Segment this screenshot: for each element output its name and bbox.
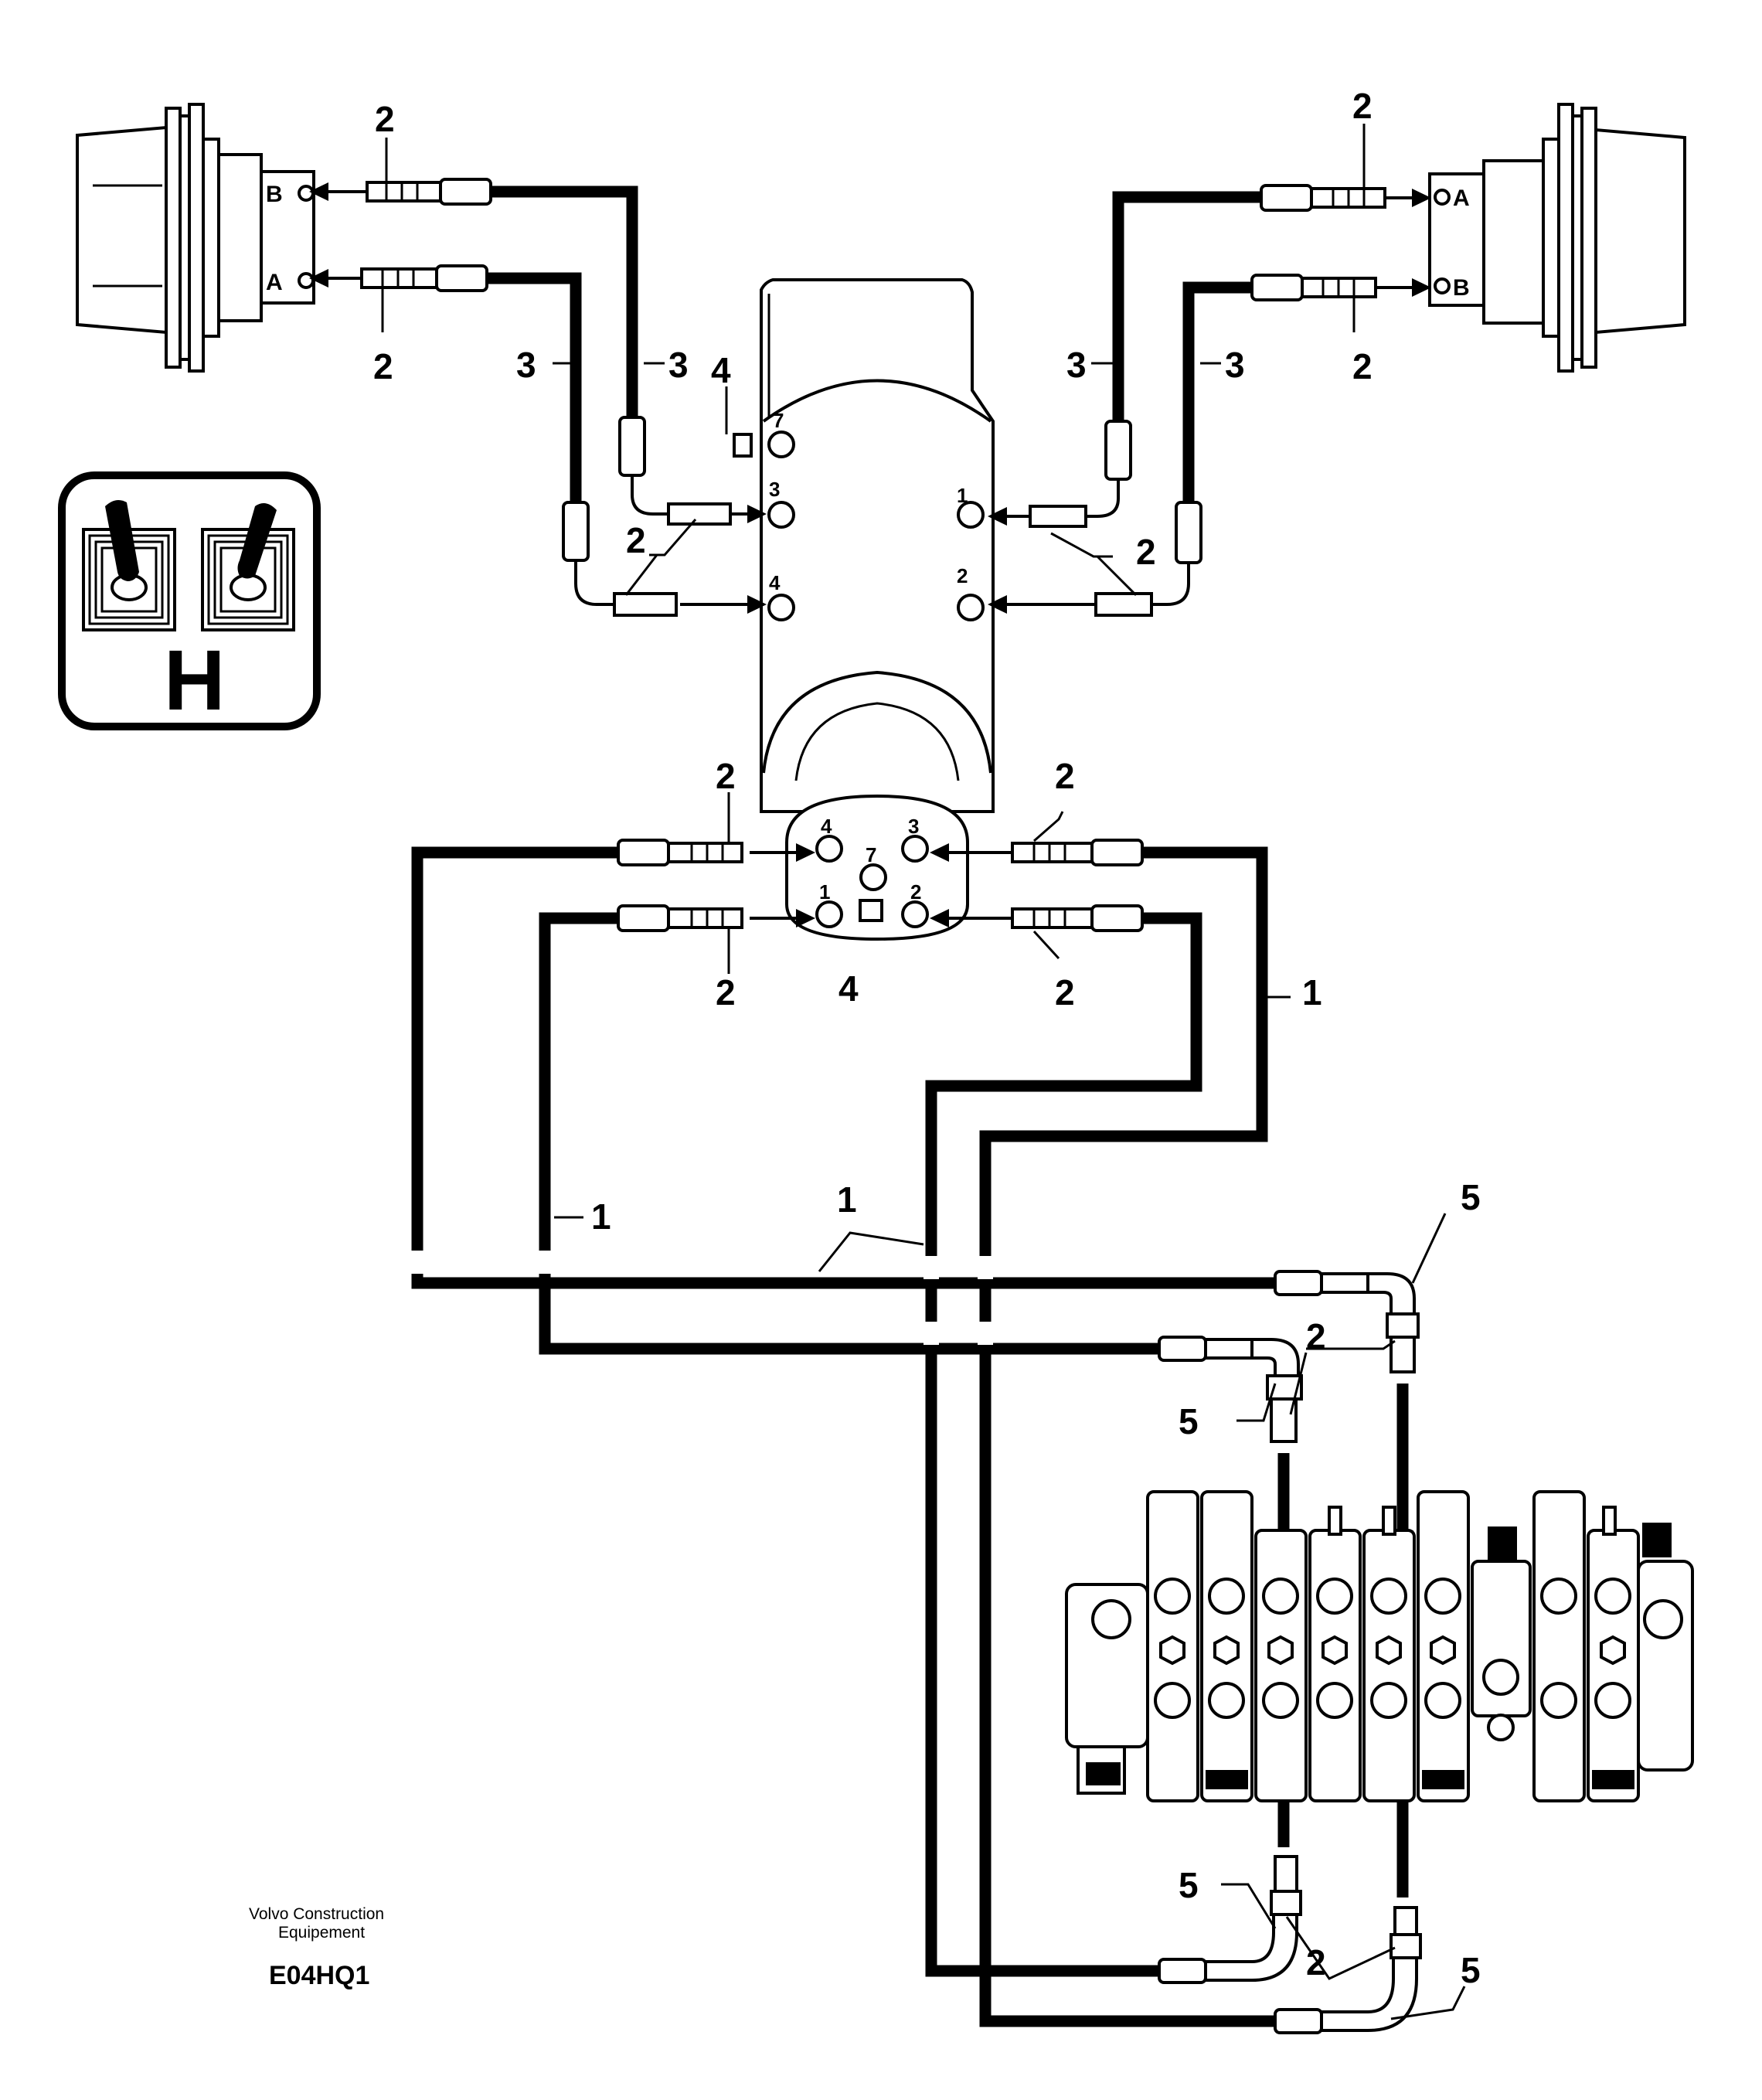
right-travel-motor (1428, 103, 1686, 373)
right-motor-port-a: A (1453, 185, 1470, 211)
leader-lines (381, 124, 1466, 2020)
callout-5: 5 (1179, 1401, 1199, 1441)
callout-1: 1 (837, 1179, 857, 1220)
callout-2: 2 (716, 972, 736, 1013)
lower-hoses (410, 846, 1275, 2027)
joint-port-lower-2: 2 (910, 880, 921, 904)
callout-2: 2 (1136, 532, 1156, 572)
joint-port-lower-4: 4 (821, 815, 832, 838)
joint-port-upper-3: 3 (769, 478, 780, 501)
credit-line-2: Equipement (278, 1924, 365, 1942)
callout-4: 4 (838, 968, 859, 1009)
h-symbol-label: H (164, 633, 225, 728)
callout-3: 3 (516, 345, 536, 385)
control-valve-bank (1065, 1490, 1694, 1802)
joint-port-upper-1: 1 (957, 484, 968, 507)
upper-hoses (485, 185, 1261, 502)
joint-port-lower-1: 1 (819, 880, 830, 904)
drawing-code: E04HQ1 (269, 1961, 369, 1990)
callout-2: 2 (373, 346, 393, 386)
joint-port-lower-7: 7 (866, 843, 876, 866)
left-motor-port-a: A (266, 270, 283, 295)
joint-port-upper-7: 7 (773, 409, 784, 432)
callout-4: 4 (711, 350, 731, 390)
joint-port-upper-2: 2 (957, 564, 968, 587)
callout-2: 2 (1352, 346, 1373, 386)
callout-2: 2 (1352, 86, 1373, 126)
callout-2: 2 (626, 520, 646, 560)
credit-line-1: Volvo Construction (249, 1905, 384, 1923)
callout-2: 2 (716, 756, 736, 796)
callout-2: 2 (1055, 756, 1075, 796)
callout-5: 5 (1461, 1177, 1481, 1217)
callout-2: 2 (1055, 972, 1075, 1013)
callout-3: 3 (1066, 345, 1087, 385)
joystick-pair-icon (58, 471, 321, 730)
callout-5: 5 (1461, 1950, 1481, 1990)
callout-2: 2 (1306, 1942, 1326, 1983)
callout-5: 5 (1179, 1865, 1199, 1905)
callout-1: 1 (591, 1196, 611, 1237)
left-motor-port-b: B (266, 182, 283, 207)
callout-3: 3 (668, 345, 689, 385)
joint-port-upper-4: 4 (769, 571, 781, 594)
joint-port-lower-3: 3 (908, 815, 919, 838)
callout-2: 2 (375, 99, 395, 139)
callout-2: 2 (1306, 1316, 1326, 1356)
center-swivel-joint (733, 278, 995, 941)
right-motor-port-b: B (1453, 275, 1470, 301)
left-travel-motor (76, 103, 315, 373)
hose-fittings (360, 178, 1422, 2034)
callout-1: 1 (1302, 972, 1322, 1013)
callout-3: 3 (1225, 345, 1245, 385)
